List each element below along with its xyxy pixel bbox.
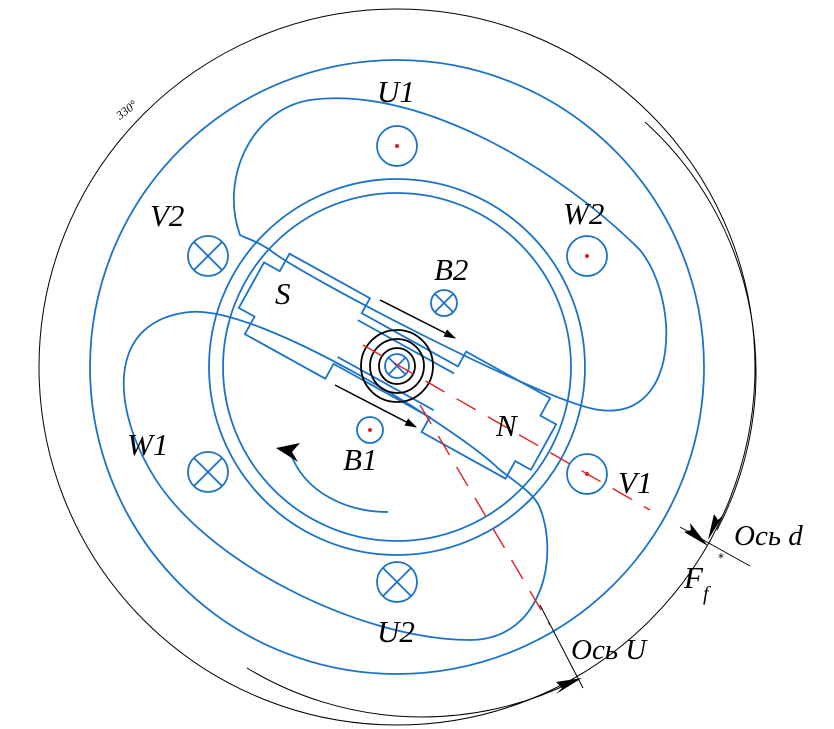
label-b1: B1 [343,442,377,477]
winding-loop-bottom [122,311,549,641]
arc-to-axis-u [246,667,573,718]
label-b2: B2 [434,252,468,287]
angle-label: 330° [112,97,140,123]
label-north-pole: N [495,408,519,443]
rotor-ring [222,192,572,542]
axis-u-line [419,404,551,626]
coil-b1 [356,416,384,444]
rotor-pole-body [237,252,558,480]
arc-to-axis-d [644,121,757,531]
axis-d-line [362,344,651,511]
label-ff: F [683,560,704,595]
label-u1: U1 [377,74,415,109]
arc-to-axis-d-head [708,514,724,540]
ff-star: * [718,551,724,565]
label-u2: U2 [377,614,415,649]
coil-b2 [430,289,458,317]
winding-loop-top [232,97,668,412]
label-w1: W1 [127,427,168,462]
arc-to-axis-u-head [556,678,582,694]
coil-u2 [376,561,418,603]
label-w2: W2 [563,196,604,231]
shaft-mid [369,338,425,394]
stator-inner-ring [208,178,586,556]
shaft-inner [378,347,416,385]
stator-outer-ring [89,59,705,675]
axis-u-extension [539,604,584,689]
rotation-arrow [289,451,389,513]
label-ff-subscript: f [703,583,711,605]
shaft-core [384,353,410,379]
ff-arrow [684,523,708,546]
label-axis-u: Ось U [571,634,648,666]
shaft-outer [360,329,434,403]
rotation-arrowhead [276,443,300,462]
label-axis-d: Ось d [734,520,803,552]
coil-u1 [376,125,418,167]
coil-v1 [566,453,608,495]
flux-arrow-upper [379,299,456,339]
coil-w1 [187,451,229,493]
label-south-pole: S [275,276,291,311]
label-v2: V2 [150,198,184,233]
coil-w2 [566,235,608,277]
flux-arrow-lower [334,384,417,428]
outer-boundary-circle [38,8,756,726]
coil-v2 [187,235,229,277]
label-v1: V1 [618,465,652,500]
